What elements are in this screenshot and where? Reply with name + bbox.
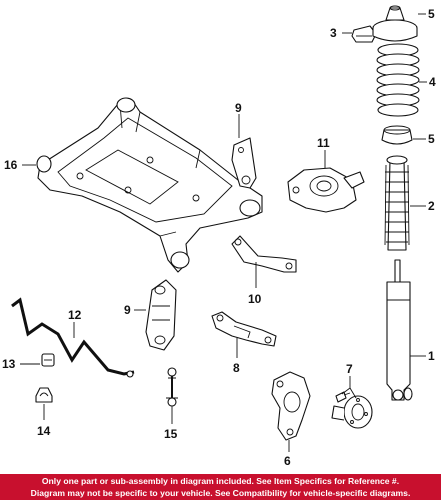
stabilizer-link-part xyxy=(166,367,178,407)
callout-4: 4 xyxy=(429,75,436,89)
disclaimer-banner: Only one part or sub-assembly in diagram… xyxy=(0,474,441,500)
upper-insulator-part xyxy=(372,5,418,42)
hub-bolt-part xyxy=(335,391,351,403)
dust-boot-part xyxy=(384,155,410,251)
callout-3: 3 xyxy=(330,26,337,40)
callout-9-lower: 9 xyxy=(124,303,131,317)
lower-arm-part xyxy=(211,311,277,347)
callout-8: 8 xyxy=(233,361,240,375)
stabilizer-bushing-part xyxy=(41,353,55,367)
upper-link-bracket-part xyxy=(231,137,257,189)
lower-link-part xyxy=(231,235,297,273)
callout-5-lower: 5 xyxy=(428,132,435,146)
stabilizer-bar-part xyxy=(11,297,135,378)
disclaimer-line-2: Diagram may not be specific to your vehi… xyxy=(30,488,411,498)
mount-nut-part xyxy=(351,25,377,43)
crossmember-part xyxy=(36,97,263,273)
callout-16: 16 xyxy=(4,158,18,172)
callout-6: 6 xyxy=(284,454,291,468)
disclaimer-line-1: Only one part or sub-assembly in diagram… xyxy=(41,476,400,486)
bushing-bracket-part xyxy=(35,387,53,403)
toe-link-part xyxy=(145,279,177,351)
shock-absorber-part xyxy=(386,259,413,401)
hub-bearing-part xyxy=(331,395,373,429)
callout-2: 2 xyxy=(428,199,435,213)
callout-7: 7 xyxy=(346,362,353,376)
callout-10: 10 xyxy=(248,292,262,306)
callout-9-upper: 9 xyxy=(235,101,242,115)
callout-11: 11 xyxy=(317,136,330,150)
leader-7 xyxy=(341,376,357,399)
callout-14: 14 xyxy=(37,424,51,438)
callout-5-upper: 5 xyxy=(428,7,435,21)
lower-insulator-part xyxy=(381,125,413,145)
callout-12: 12 xyxy=(68,308,82,322)
callout-15: 15 xyxy=(164,427,178,441)
knuckle-upper-part xyxy=(287,167,365,213)
callout-1: 1 xyxy=(428,349,435,363)
coil-spring-part xyxy=(376,43,420,117)
callout-13: 13 xyxy=(2,357,16,371)
knuckle-lower-part xyxy=(271,371,311,441)
rear-suspension-exploded-diagram: 16 9 11 3 5 4 xyxy=(2,5,436,468)
